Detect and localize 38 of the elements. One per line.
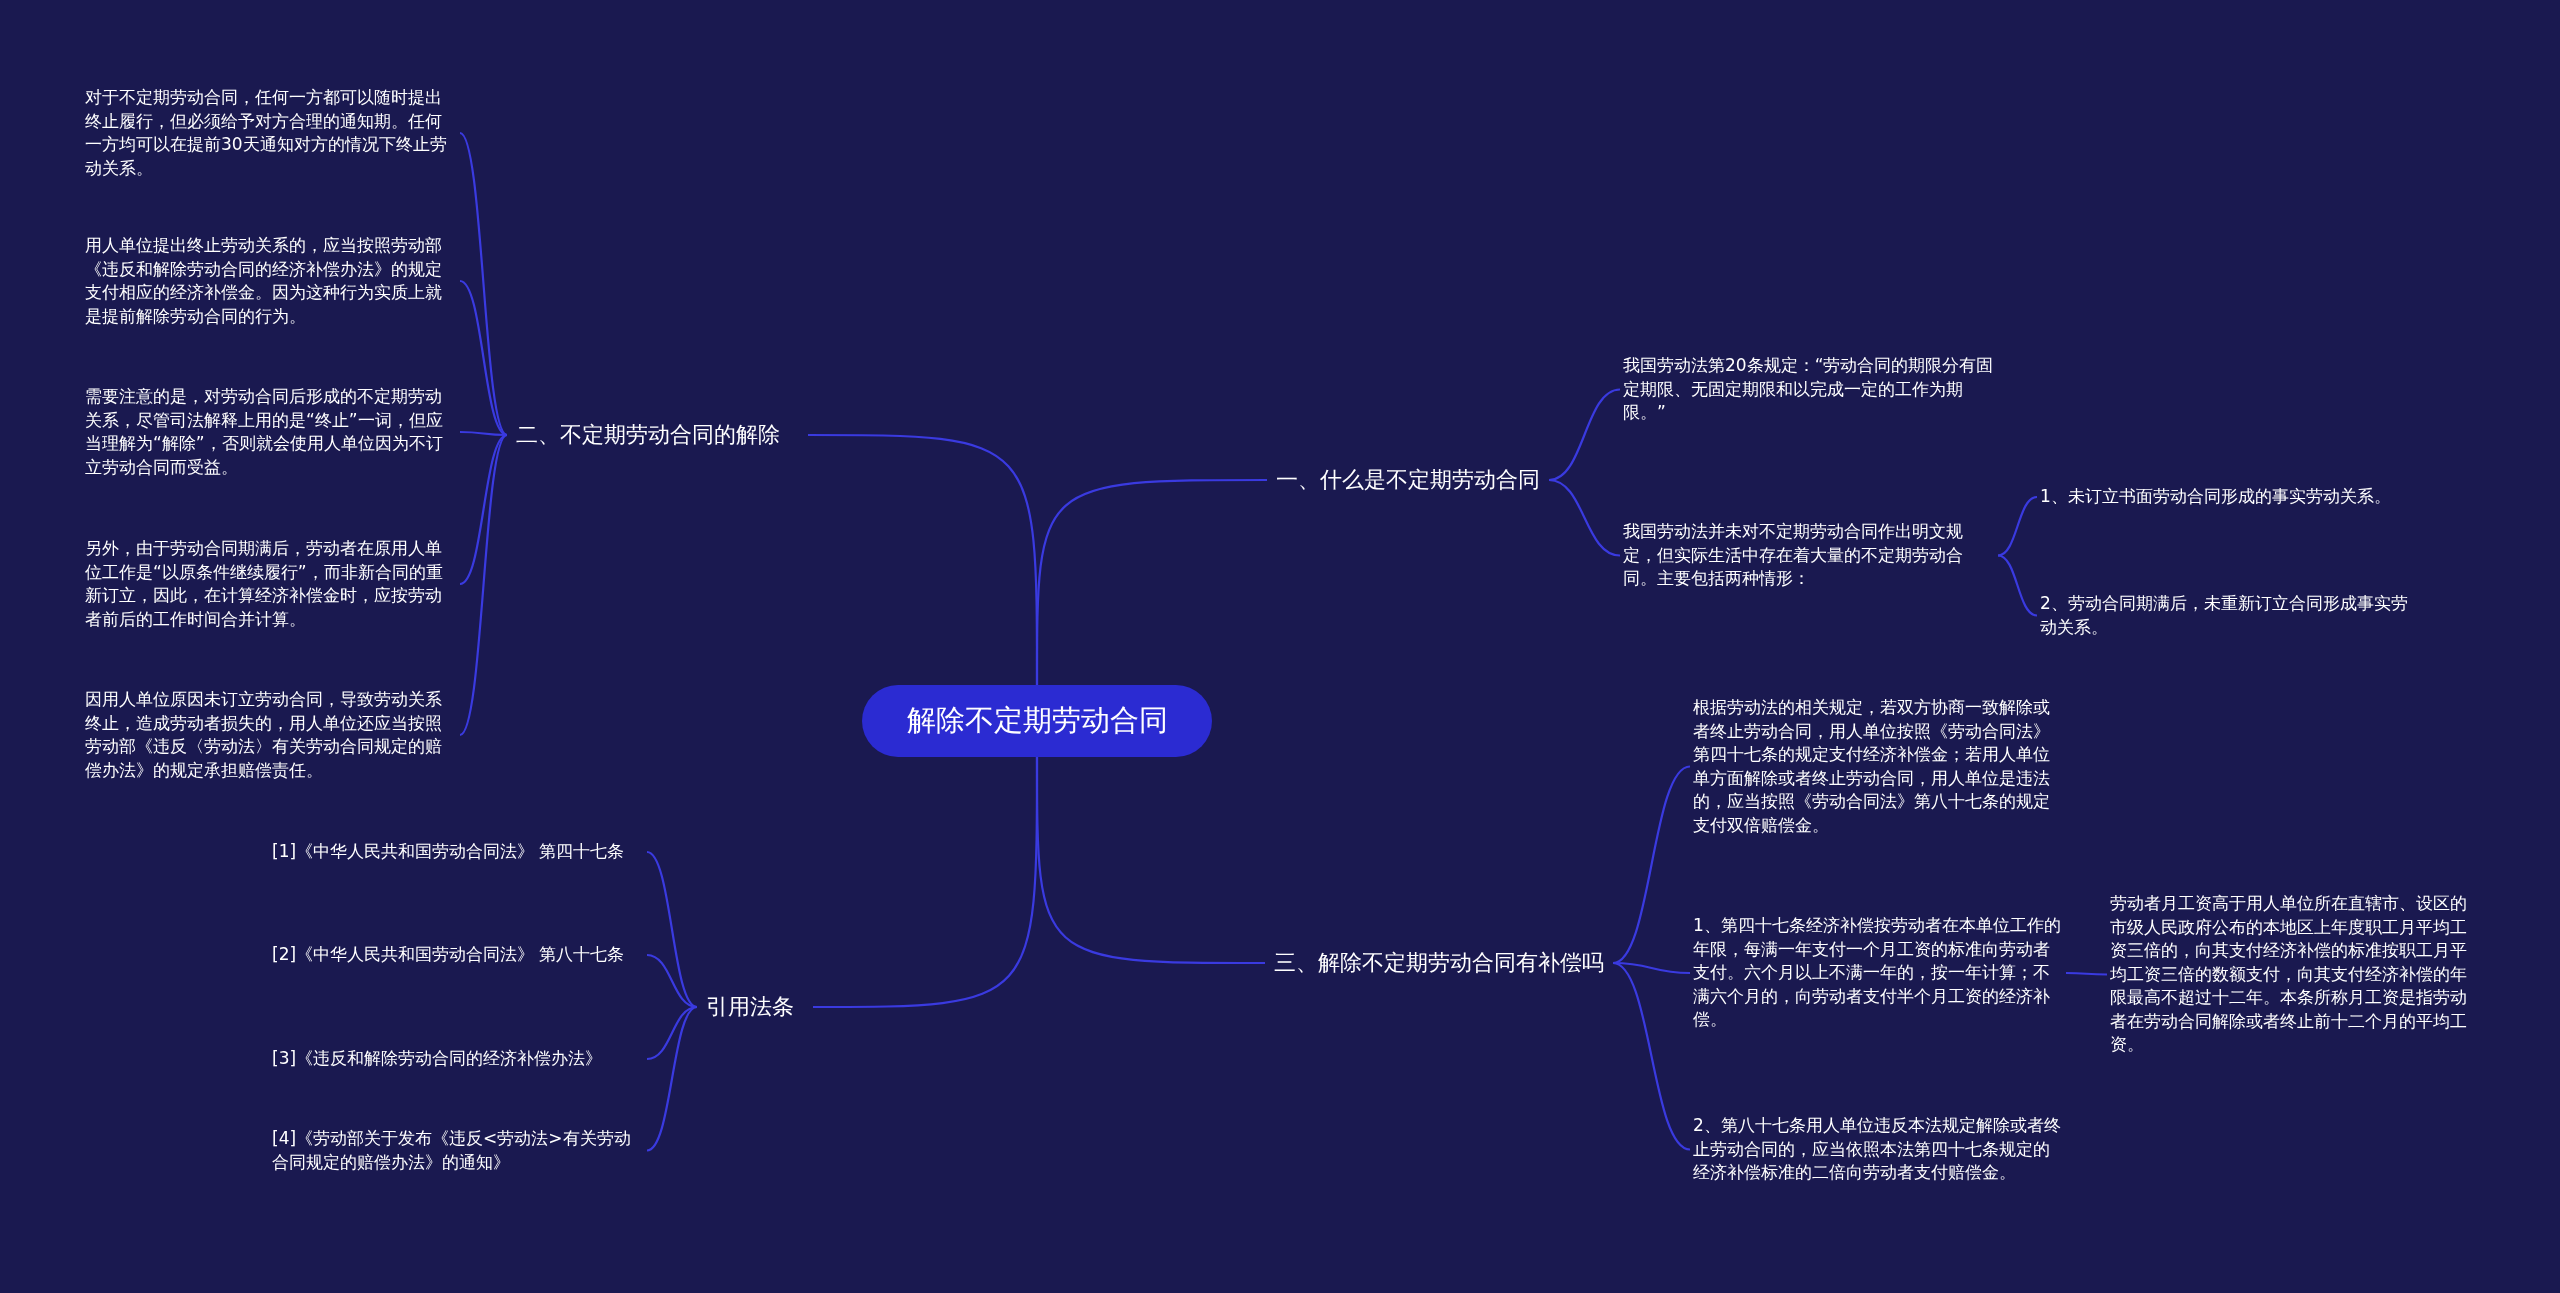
connector-line — [2066, 971, 2107, 976]
connector-line — [459, 132, 508, 436]
topic-text: 另外，由于劳动合同期满后，劳动者在原用人单位工作是“以原条件继续履行”，而非新合同的重新订立，因此，在计算经济补偿金时，应按劳动者前后的工作时间合并计算。 — [85, 535, 457, 633]
branch-topic: 一、什么是不定期劳动合同 — [1270, 462, 1570, 498]
topic-text: 2、劳动合同期满后，未重新订立合同形成事实劳动关系。 — [2040, 590, 2412, 641]
connector-line — [646, 851, 698, 1008]
topic-text: 劳动者月工资高于用人单位所在直辖市、设区的市级人民政府公布的本地区上年度职工月平均工资三倍的，向其支付经济补偿的标准按职工月平均工资三倍的数额支付，向其支付经济补偿的年限最高不超过十二年。本条所称月工资是指劳动者在劳动合同解除或者终止前十二个月的平均工资。 — [2110, 890, 2482, 1059]
connector-line — [646, 1006, 698, 1152]
topic-text: 对于不定期劳动合同，任何一方都可以随时提出终止履行，但必须给予对方合理的通知期。任何一方均可以在提前30天通知对方的情况下终止劳动关系。 — [85, 84, 457, 182]
branch-topic: 引用法条 — [700, 989, 810, 1025]
topic-text: 我国劳动法并未对不定期劳动合同作出明文规定，但实际生活中存在着大量的不定期劳动合同。主要包括两种情形： — [1623, 518, 1995, 593]
branch-topic: 二、不定期劳动合同的解除 — [510, 417, 805, 453]
topic-text: [4]《劳动部关于发布《违反<劳动法>有关劳动合同规定的赔偿办法》的通知》 — [272, 1125, 644, 1176]
topic-text: 用人单位提出终止劳动关系的，应当按照劳动部《违反和解除劳动合同的经济补偿办法》的规定支付相应的经济补偿金。因为这种行为实质上就是提前解除劳动合同的行为。 — [85, 232, 457, 330]
topic-text: 根据劳动法的相关规定，若双方协商一致解除或者终止劳动合同，用人单位按照《劳动合同法》第四十七条的规定支付经济补偿金；若用人单位单方面解除或者终止劳动合同，用人单位是违法的，应当按照《劳动合同法》第八十七条的规定支付双倍赔偿金。 — [1693, 694, 2063, 839]
topic-text: [1]《中华人民共和国劳动合同法》 第四十七条 — [272, 838, 644, 866]
connector-line — [1612, 962, 1691, 1151]
connector-line — [1997, 495, 2038, 557]
topic-text: [3]《违反和解除劳动合同的经济补偿办法》 — [272, 1045, 644, 1073]
connector-line — [459, 280, 508, 436]
topic-text: 2、第八十七条用人单位违反本法规定解除或者终止劳动合同的，应当依照本法第四十七条规定的经济补偿标准的二倍向劳动者支付赔偿金。 — [1693, 1112, 2063, 1187]
connector-line — [1612, 765, 1691, 964]
topic-text: 1、未订立书面劳动合同形成的事实劳动关系。 — [2040, 483, 2412, 511]
connector-line — [1548, 388, 1621, 482]
topic-text: 需要注意的是，对劳动合同后形成的不定期劳动关系，尽管司法解释上用的是“终止”一词，但应当理解为“解除”，否则就会使用人单位因为不订立劳动合同而受益。 — [85, 383, 457, 481]
connector-line — [460, 430, 507, 437]
branch-topic: 三、解除不定期劳动合同有补偿吗 — [1268, 945, 1638, 981]
connector-line — [459, 434, 508, 585]
connector-line — [813, 757, 1039, 1009]
topic-text: 因用人单位原因未订立劳动合同，导致劳动关系终止，造成劳动者损失的，用人单位还应当按照劳动部《违反〈劳动法〉有关劳动合同规定的赔偿办法》的规定承担赔偿责任。 — [85, 686, 457, 784]
topic-text: [2]《中华人民共和国劳动合同法》 第八十七条 — [272, 941, 644, 969]
connector-line — [459, 434, 508, 736]
connector-line — [808, 433, 1039, 685]
topic-text: 我国劳动法第20条规定：“劳动合同的期限分有固定期限、无固定期限和以完成一定的工作为期限。” — [1623, 352, 1995, 427]
connector-line — [1548, 478, 1621, 557]
connector-line — [1997, 554, 2038, 617]
topic-text: 1、第四十七条经济补偿按劳动者在本单位工作的年限，每满一年支付一个月工资的标准向劳动者支付。六个月以上不满一年的，按一年计算；不满六个月的，向劳动者支付半个月工资的经济补偿。 — [1693, 912, 2063, 1034]
central-topic: 解除不定期劳动合同 — [862, 685, 1212, 757]
